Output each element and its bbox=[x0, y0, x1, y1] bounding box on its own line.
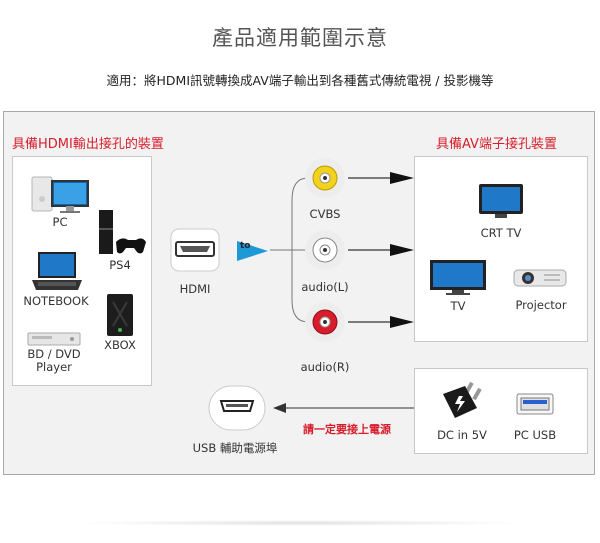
device-label-tv: TV bbox=[450, 299, 466, 313]
pc-usb-label: PC USB bbox=[513, 428, 557, 442]
dc-in-label: DC in 5V bbox=[437, 428, 487, 442]
mini-usb-port-icon bbox=[208, 385, 266, 431]
cvbs-label: CVBS bbox=[309, 207, 341, 221]
pc-icon bbox=[31, 176, 89, 213]
hdmi-label: HDMI bbox=[179, 282, 211, 296]
power-note: 請一定要接上電源 bbox=[303, 423, 391, 436]
device-label-projector: Projector bbox=[515, 298, 567, 312]
xbox-icon bbox=[107, 294, 133, 336]
audio-left-label: audio(L) bbox=[301, 280, 349, 294]
device-label-dvd-line2: Player bbox=[36, 360, 72, 374]
hdmi-port-icon bbox=[170, 228, 220, 272]
dvd-player-icon bbox=[27, 332, 81, 346]
device-label-crt-tv: CRT TV bbox=[480, 226, 522, 240]
device-label-ps4: PS4 bbox=[109, 258, 131, 272]
audio-left-jack-icon bbox=[305, 230, 345, 270]
device-label-notebook: NOTEBOOK bbox=[23, 294, 89, 308]
left-panel-heading: 具備HDMI輸出接孔的裝置 bbox=[12, 137, 164, 152]
signal-split-lines bbox=[270, 172, 414, 328]
crt-tv-icon bbox=[479, 184, 523, 218]
projector-icon bbox=[513, 269, 567, 287]
bottom-shadow bbox=[70, 520, 530, 526]
right-panel-heading: 具備AV端子接孔裝置 bbox=[436, 137, 557, 152]
to-arrow-icon bbox=[237, 241, 268, 261]
to-label: to bbox=[240, 241, 251, 251]
power-arrow-icon bbox=[273, 403, 414, 413]
device-label-pc: PC bbox=[52, 215, 68, 229]
tv-icon bbox=[430, 260, 486, 295]
ps4-icon bbox=[99, 210, 146, 254]
usb-port-icon bbox=[516, 393, 554, 415]
device-label-xbox: XBOX bbox=[104, 338, 136, 352]
audio-right-label: audio(R) bbox=[300, 360, 350, 374]
power-adapter-icon bbox=[443, 381, 482, 418]
power-sources-panel bbox=[414, 368, 588, 454]
page-title: 產品適用範圍示意 bbox=[212, 26, 388, 50]
audio-right-jack-icon bbox=[305, 302, 345, 342]
usb-power-port-label: USB 輔助電源埠 bbox=[192, 441, 278, 455]
cvbs-jack-icon bbox=[305, 158, 345, 198]
notebook-icon bbox=[32, 252, 82, 290]
device-label-dvd: BD / DVD bbox=[27, 347, 81, 361]
page-subtitle: 適用：將HDMI訊號轉換成AV端子輸出到各種舊式傳統電視 / 投影機等 bbox=[106, 73, 494, 88]
